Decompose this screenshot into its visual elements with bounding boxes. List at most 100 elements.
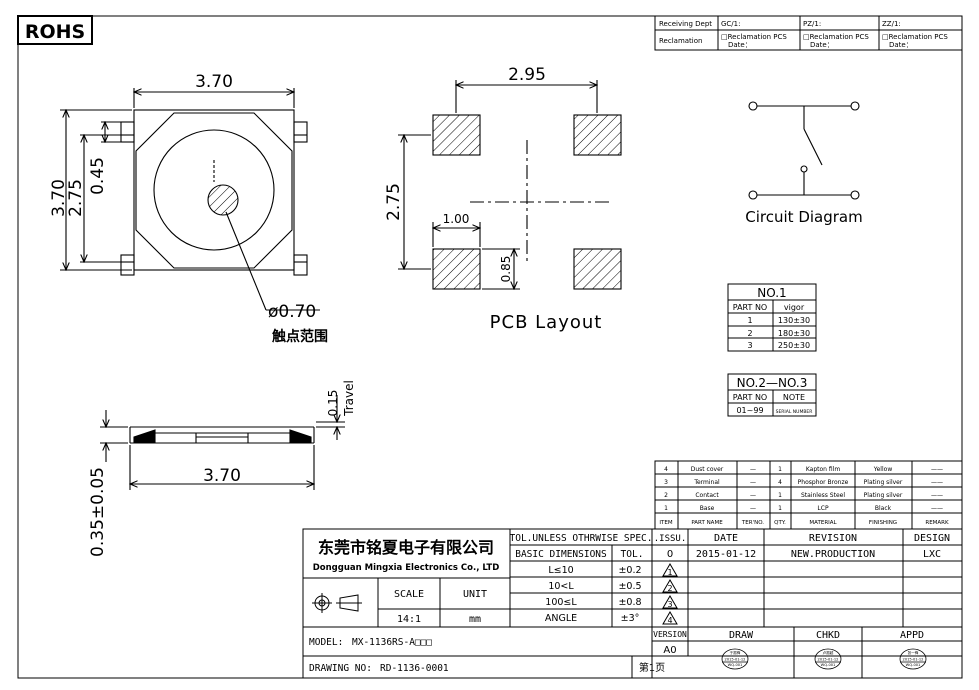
circuit-diagram — [748, 101, 860, 200]
company-name-cn: 东莞市铭夏电子有限公司 — [318, 538, 494, 557]
draw-header: DRAW — [729, 630, 754, 641]
bom-r4-ter: — — [750, 466, 756, 473]
scale-label: SCALE — [394, 589, 424, 600]
designer: LXC — [923, 549, 941, 560]
gc-label: GC/1: — [721, 20, 740, 28]
bom-r4-name: Dust cover — [691, 466, 724, 473]
bom-r3-name: Terminal — [693, 479, 720, 486]
rev-mark-3: 3 — [667, 600, 672, 609]
scale-value: 14:1 — [397, 614, 421, 625]
no2-header-note: NOTE — [783, 393, 805, 402]
bom-r3-finish: Plating silver — [864, 479, 903, 486]
bom-h-ter: TER'NO. — [741, 520, 764, 526]
no1-row1-vigor: 130±30 — [778, 316, 810, 325]
tol-row1-range: L≤10 — [548, 565, 573, 576]
stamp-draw-name: 于振锋 — [730, 650, 741, 655]
title-block — [302, 528, 963, 679]
tol-row1-value: ±0.2 — [618, 565, 641, 576]
tol-row2-value: ±0.5 — [618, 581, 641, 592]
rev-mark-1: 1 — [667, 568, 672, 577]
bom-r3-ter: — — [750, 479, 756, 486]
version-value: A0 — [663, 645, 676, 656]
bom-cells: 4 Dust cover — 1 Kapton film Yellow — — 3… — [659, 466, 949, 526]
date-2: Date： — [810, 41, 834, 49]
side-view — [100, 395, 345, 490]
revision-marks — [662, 563, 678, 625]
bom-r1-material: LCP — [817, 505, 829, 512]
tol-row2-range: 10<L — [548, 581, 574, 592]
no1-row3-vigor: 250±30 — [778, 341, 810, 350]
page-number: 第1页 — [639, 661, 665, 674]
small-dim-045: 0.45 — [88, 157, 108, 195]
approval-stamps — [721, 648, 927, 670]
model-value: MX-1136RS-A□□□ — [352, 637, 432, 648]
bom-h-qty: QTY. — [774, 520, 786, 526]
stamp-chkd-date: 2015-01-12 — [818, 658, 839, 662]
bom-r2-ter: — — [750, 492, 756, 499]
tol-angle-value: ±3° — [621, 613, 640, 624]
no1-table — [727, 283, 817, 352]
bom-r2-finish: Plating silver — [864, 492, 903, 499]
unit-value: mm — [469, 614, 481, 625]
rev-mark-4: 4 — [667, 616, 672, 625]
bom-r4-finish: Yellow — [873, 466, 893, 473]
no1-row3-part: 3 — [747, 341, 752, 350]
no2-header-part: PART NO — [733, 393, 767, 402]
no1-row1-part: 1 — [747, 316, 752, 325]
no2-row-part: 01~99 — [736, 406, 763, 415]
zz-label: ZZ/1: — [882, 20, 901, 28]
chkd-header: CHKD — [816, 630, 840, 641]
no1-row2-part: 2 — [747, 329, 752, 338]
pcb-layout-label: PCB Layout — [490, 312, 603, 333]
inner-height-dim: 2.75 — [66, 179, 86, 217]
revision-mark-numbers: 1 2 3 4 — [667, 568, 672, 625]
bom-r3-item: 3 — [664, 479, 668, 486]
no1-header-part: PART NO — [733, 303, 767, 312]
reception-table: Receiving Dept Reclamation GC/1: PZ/1: Z… — [654, 15, 963, 51]
no2-title: NO.2—NO.3 — [737, 376, 808, 390]
no1-title: NO.1 — [757, 286, 786, 300]
no1-row2-vigor: 180±30 — [778, 329, 810, 338]
tol-header: TOL.UNLESS OTHRWISE SPEC. — [510, 533, 653, 544]
model-label: MODEL: — [309, 637, 343, 648]
stamp-chkd-code: WQ-001 — [821, 663, 836, 667]
top-width-dim: 3.70 — [195, 72, 233, 92]
tol-row3-value: ±0.8 — [618, 597, 641, 608]
stamp-chkd-name: 卢振越 — [823, 650, 834, 655]
rev-mark-2: 2 — [667, 584, 672, 593]
bom-table — [654, 460, 963, 530]
stamp-draw-date: 2015-01-12 — [725, 658, 746, 662]
no1-header-vigor: vigor — [784, 303, 805, 312]
travel-value-dim: 0.15 — [326, 390, 340, 417]
bom-r1-finish: Black — [875, 505, 892, 512]
appd-header: APPD — [900, 630, 924, 641]
bom-r1-ter: — — [750, 505, 756, 512]
no2-row-note: SERIAL NUMBER — [776, 409, 813, 415]
unit-label: UNIT — [463, 589, 487, 600]
tol-label: TOL. — [621, 549, 644, 560]
revision-header: REVISION — [809, 533, 857, 544]
bom-r2-name: Contact — [695, 492, 719, 499]
bom-r2-qty: 1 — [778, 492, 782, 499]
basic-dimensions-label: BASIC DIMENSIONS — [515, 549, 607, 560]
rohs-label: ROHS — [25, 21, 85, 43]
reclamation-label: Reclamation — [659, 37, 702, 45]
contact-range-label: 触点范围 — [271, 328, 328, 345]
bom-r4-material: Kapton film — [806, 466, 840, 473]
no2-table — [727, 373, 817, 417]
side-height-dim: 0.35±0.05 — [88, 467, 108, 557]
bom-r4-item: 4 — [664, 466, 668, 473]
bom-h-remark: REMARK — [925, 520, 949, 526]
circuit-diagram-label: Circuit Diagram — [745, 208, 862, 226]
travel-label: Travel — [342, 380, 356, 417]
bom-r1-item: 1 — [664, 505, 668, 512]
drawing-no-label: DRAWING NO: — [309, 663, 372, 674]
bom-r4-qty: 1 — [778, 466, 782, 473]
bom-r3-qty: 4 — [778, 479, 782, 486]
date-1: Date： — [728, 41, 752, 49]
stamp-appd-name: 张一锋 — [908, 650, 919, 655]
revision-text: NEW.PRODUCTION — [791, 549, 875, 560]
tol-angle-label: ANGLE — [545, 613, 577, 624]
rohs-box — [17, 15, 93, 45]
bom-r3-material: Phosphor Bronze — [798, 479, 849, 486]
